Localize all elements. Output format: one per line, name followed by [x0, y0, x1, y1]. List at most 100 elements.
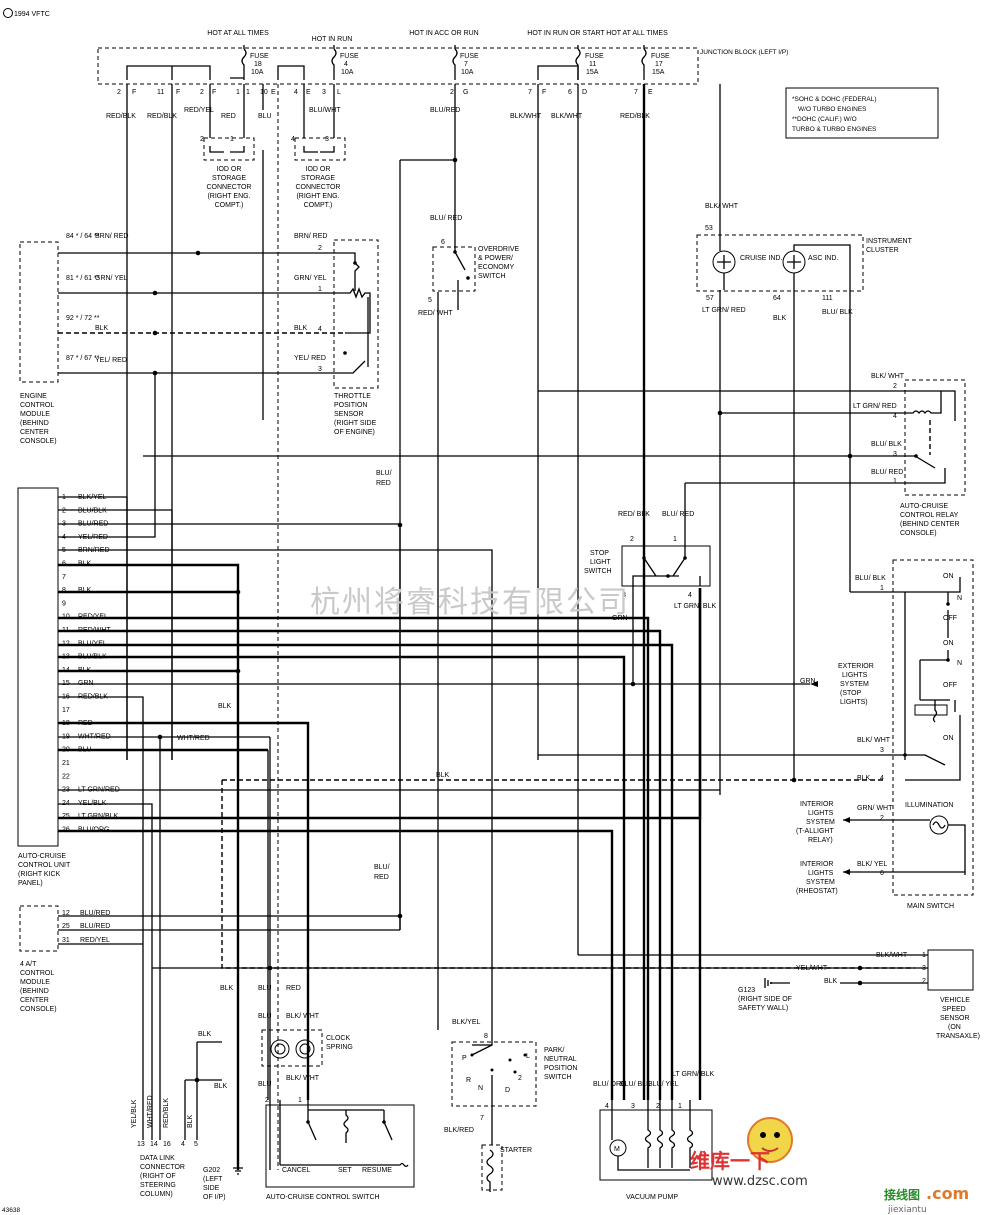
cluster-wire: LT GRN/ RED: [702, 307, 746, 314]
fuse-symbols: [241, 45, 647, 70]
tps-pin: 3: [318, 366, 322, 373]
acu-pin-number: 17: [62, 707, 70, 714]
stop-wire: RED/ BLK: [618, 511, 650, 518]
acu-pin-number: 5: [62, 547, 66, 554]
cluster-pin: 53: [705, 225, 713, 232]
acu-pin-number: 2: [62, 507, 66, 514]
pnp-wire: BLK/RED: [444, 1127, 474, 1134]
note-line: W/O TURBO ENGINES: [798, 106, 867, 113]
wire-label: BLU/RED: [374, 864, 390, 881]
dlc-wire: YEL/BLK: [131, 1099, 138, 1128]
auto-cruise-control-switch: [265, 1104, 415, 1188]
fuse-7-num: 7: [464, 61, 468, 68]
pnp-wire: BLK/YEL: [452, 1019, 481, 1026]
relay-pin: 2: [893, 383, 897, 390]
wire-label: BLK/WHT: [551, 113, 583, 120]
cluster-wire: BLU/ BLK: [822, 309, 853, 316]
arrow-icon: [843, 817, 850, 823]
vp-wire: LT GRN/ BLK: [672, 1071, 714, 1078]
notes-box: [785, 87, 939, 139]
stop-pin: 4: [688, 592, 692, 599]
brand-url: www.dzsc.com: [712, 1174, 808, 1189]
at-control-module: [19, 905, 59, 952]
jb-pin: F: [542, 89, 546, 96]
fuse-11-amp: 15A: [586, 69, 599, 76]
relay-pin: 1: [893, 478, 897, 485]
fuse-11-num: 11: [589, 61, 596, 68]
motor-label: M: [614, 1146, 620, 1153]
relay-pin: 3: [893, 451, 897, 458]
fuse-4-label: FUSE: [340, 53, 359, 60]
jb-pin: 1: [246, 89, 250, 96]
wire-label: BLK: [214, 1083, 228, 1090]
ground-icon: [233, 1167, 243, 1175]
switch-state: N: [957, 660, 962, 667]
copyright-icon: [3, 8, 13, 18]
ground-icon: [764, 978, 772, 988]
switch-state: N: [957, 595, 962, 602]
jb-pin: 3: [322, 89, 326, 96]
main-wire: BLU/ BLK: [855, 575, 886, 582]
ecm-wire: GRN/ YEL: [95, 275, 128, 282]
stop-wire: BLU/ RED: [662, 511, 694, 518]
fuse-17-amp: 15A: [652, 69, 665, 76]
arrow-icon: [810, 681, 818, 687]
junction-block: [97, 47, 699, 85]
site-logo-com: .com: [926, 1184, 969, 1203]
tps-pin: 2: [318, 245, 322, 252]
jb-pin: 4: [294, 89, 298, 96]
pnp-pos: R: [466, 1077, 471, 1084]
dlc-pin: 4: [181, 1141, 185, 1148]
switch-state: ON: [943, 735, 954, 742]
switch-state: OFF: [943, 615, 957, 622]
jb-pin: 7: [634, 89, 638, 96]
switch-state: ON: [943, 573, 954, 580]
acs-pin: 2: [265, 1097, 269, 1104]
jb-pin: F: [212, 89, 216, 96]
jb-pin: L: [337, 89, 341, 96]
wire-label: GRN: [800, 678, 816, 685]
wire-label: BLU/RED: [430, 107, 460, 114]
wire-label: WHT/RED: [177, 735, 210, 742]
svg-text:3: 3: [325, 136, 329, 143]
vacuum-pump-label: VACUUM PUMP: [626, 1194, 678, 1201]
main-pin: 3: [880, 747, 884, 754]
vp-wire: BLU/ YEL: [648, 1081, 679, 1088]
od-pin: 5: [428, 297, 432, 304]
svg-text:1: 1: [230, 136, 234, 143]
note-line: **DOHC (CALIF.) W/O: [792, 116, 857, 123]
throttle-position-sensor: [333, 239, 379, 389]
jb-pin: F: [176, 89, 180, 96]
od-wire-in: BLU/ RED: [430, 215, 462, 222]
fuse-18-source: HOT AT ALL TIMES: [207, 30, 269, 37]
site-logo-sub: jiexiantu: [887, 1205, 927, 1215]
pnp-pin: 8: [484, 1033, 488, 1040]
fuse-4-source: HOT IN RUN: [312, 36, 353, 43]
wire-label: BLK: [218, 703, 232, 710]
cluster-pin: 57: [706, 295, 714, 302]
cluster-pin: 64: [773, 295, 781, 302]
wire-label: RED/BLK: [620, 113, 650, 120]
dlc-wire: RED/BLK: [163, 1098, 170, 1128]
vp-pin: 2: [656, 1103, 660, 1110]
fuse-17-num: 17: [655, 61, 663, 68]
acu-pin-number: 25: [62, 813, 70, 820]
acu-pin-number: 21: [62, 760, 70, 767]
ecm-wire: BRN/ RED: [95, 233, 128, 240]
wire-label: BLU: [258, 113, 272, 120]
starter-label: STARTER: [500, 1147, 532, 1154]
ecm-pins: 92 * / 72 **: [66, 315, 100, 322]
acu-pin-number: 8: [62, 587, 66, 594]
wire-label: RED/BLK: [147, 113, 177, 120]
brand-logo-text: 维库一下: [690, 1149, 770, 1173]
cluster-wire: BLK: [773, 315, 787, 322]
main-wire: GRN/ WHT: [857, 805, 893, 812]
resume-label: RESUME: [362, 1167, 392, 1174]
